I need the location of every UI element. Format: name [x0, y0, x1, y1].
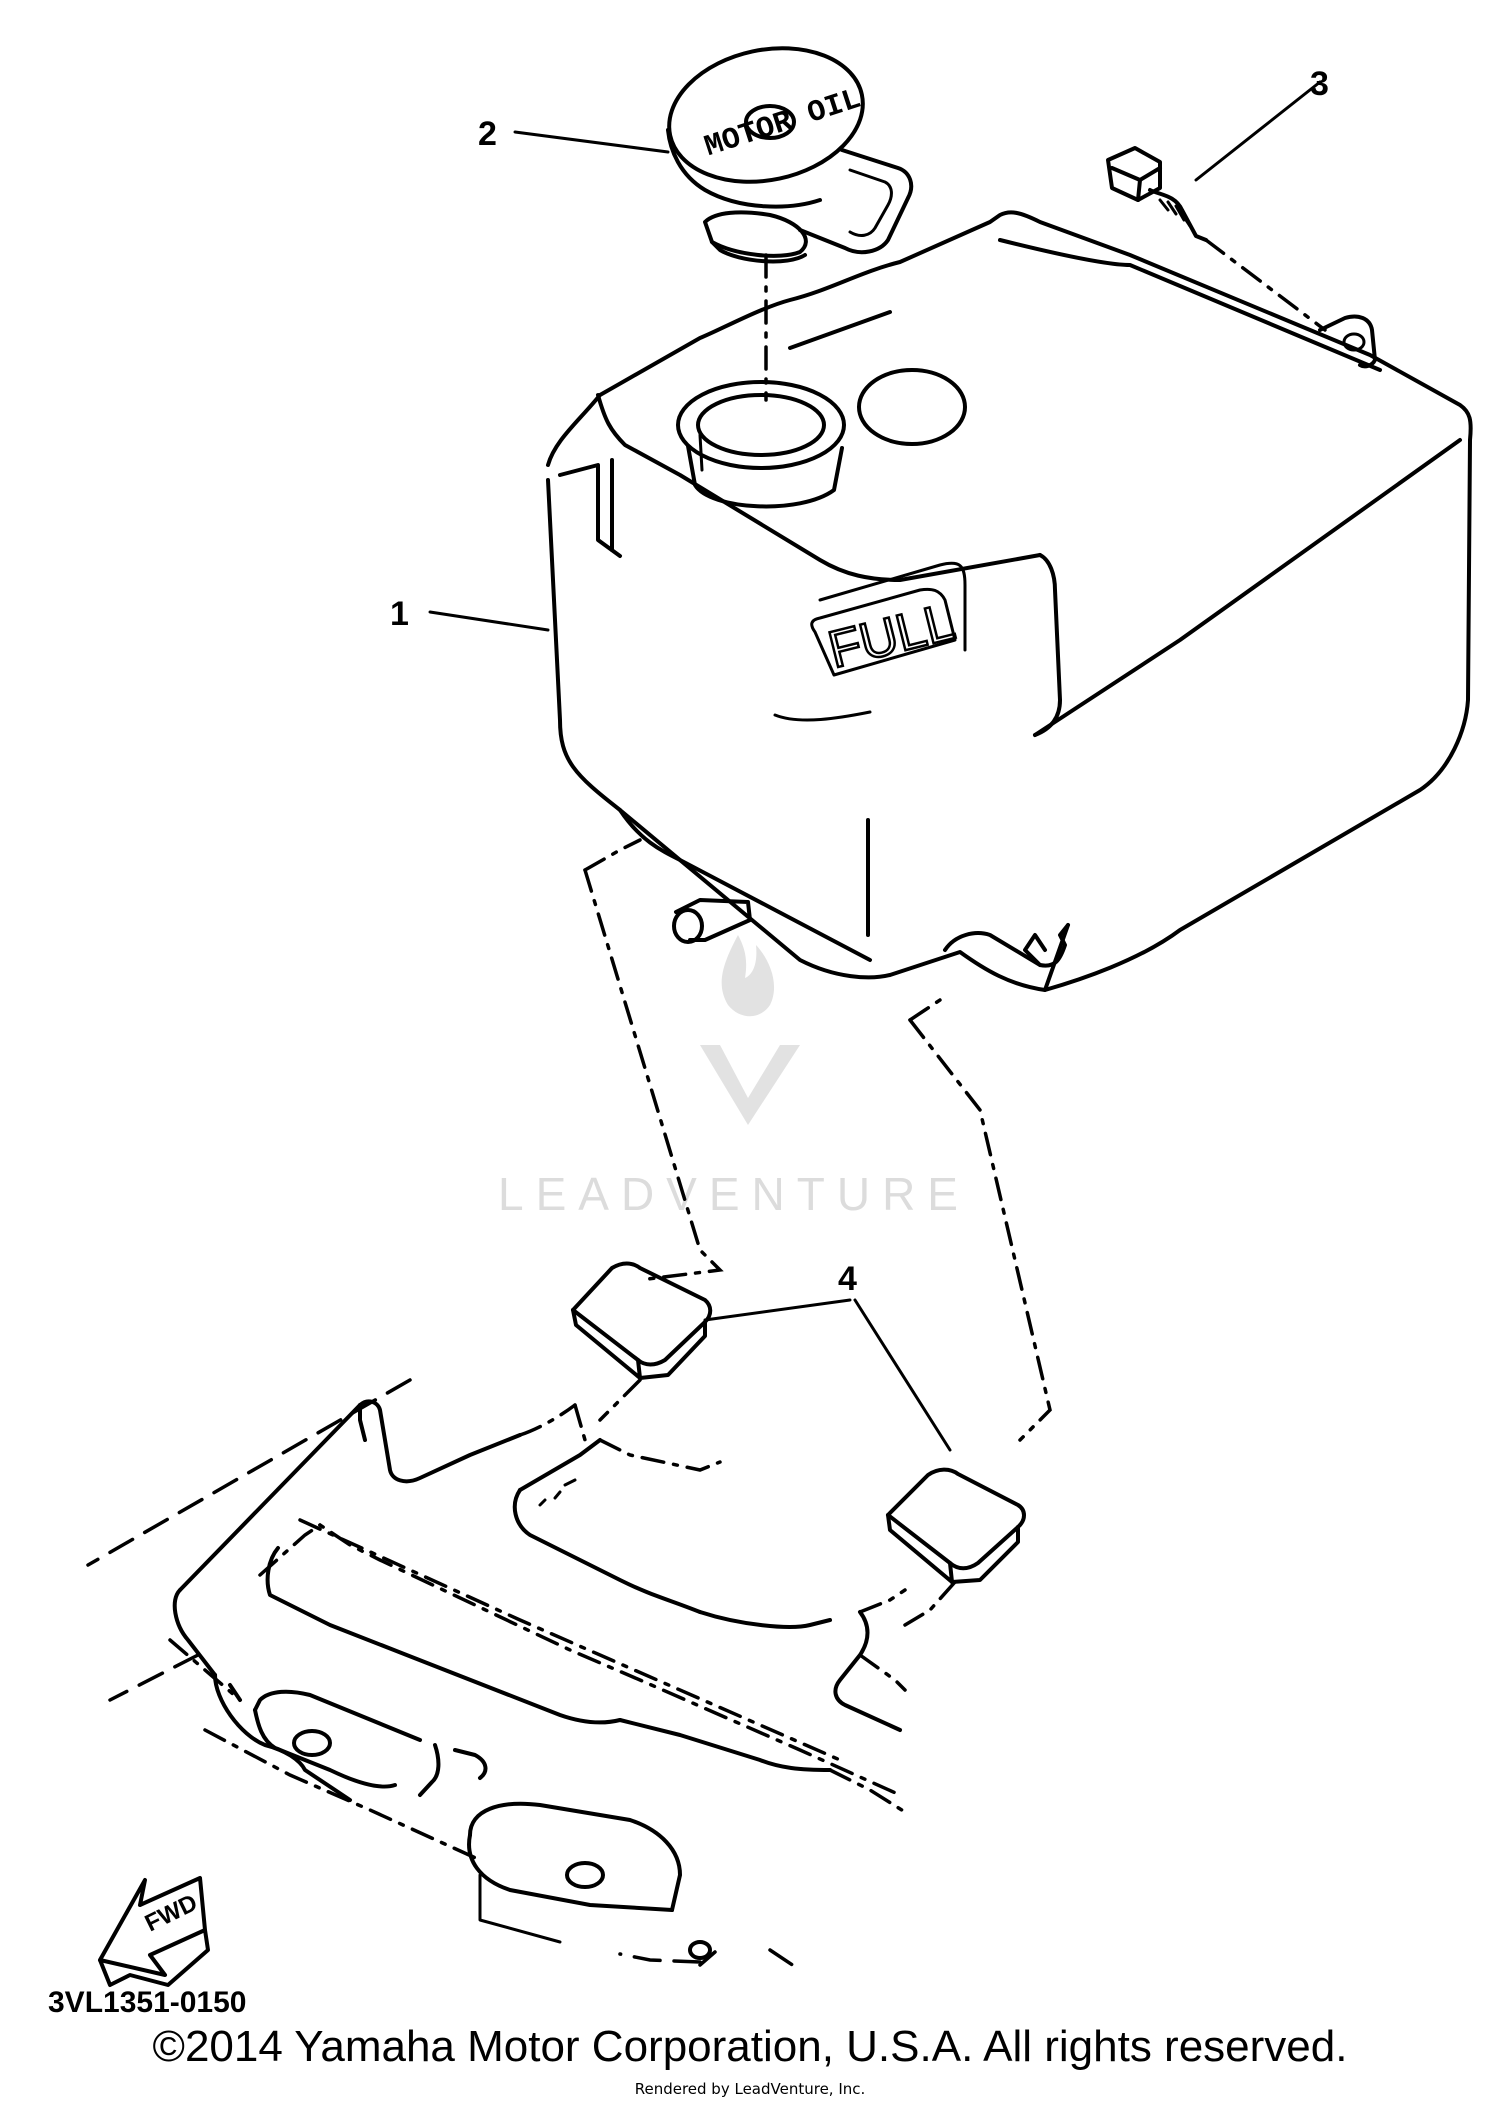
- rubber-damper-upper: [571, 1261, 713, 1380]
- rendered-by-notice: Rendered by LeadVenture, Inc.: [634, 2080, 866, 2098]
- tank-cap: MOTOR OIL: [666, 46, 914, 264]
- rubber-damper-lower: [886, 1467, 1026, 1584]
- callout-3: 3: [1310, 65, 1329, 103]
- callout-2: 2: [478, 115, 497, 153]
- drawing-number: 3VL1351-0150: [48, 1986, 247, 2019]
- watermark-logo: LEADVENTURE: [498, 935, 970, 1220]
- bolt: [1106, 146, 1208, 242]
- frame-bracket: [86, 1378, 907, 1972]
- oil-tank: FULL: [546, 210, 1473, 992]
- callout-1: 1: [390, 595, 409, 633]
- assembly-lines: [583, 238, 1327, 1627]
- copyright-notice: ©2014 Yamaha Motor Corporation, U.S.A. A…: [152, 2022, 1348, 2071]
- watermark-text: LEADVENTURE: [498, 1168, 970, 1220]
- cap-label: MOTOR OIL: [701, 83, 866, 165]
- callout-4: 4: [838, 1260, 857, 1298]
- callout-leaders: [428, 80, 1322, 1452]
- full-marking: FULL: [823, 593, 960, 680]
- front-arrow-icon: FWD: [98, 1876, 210, 1987]
